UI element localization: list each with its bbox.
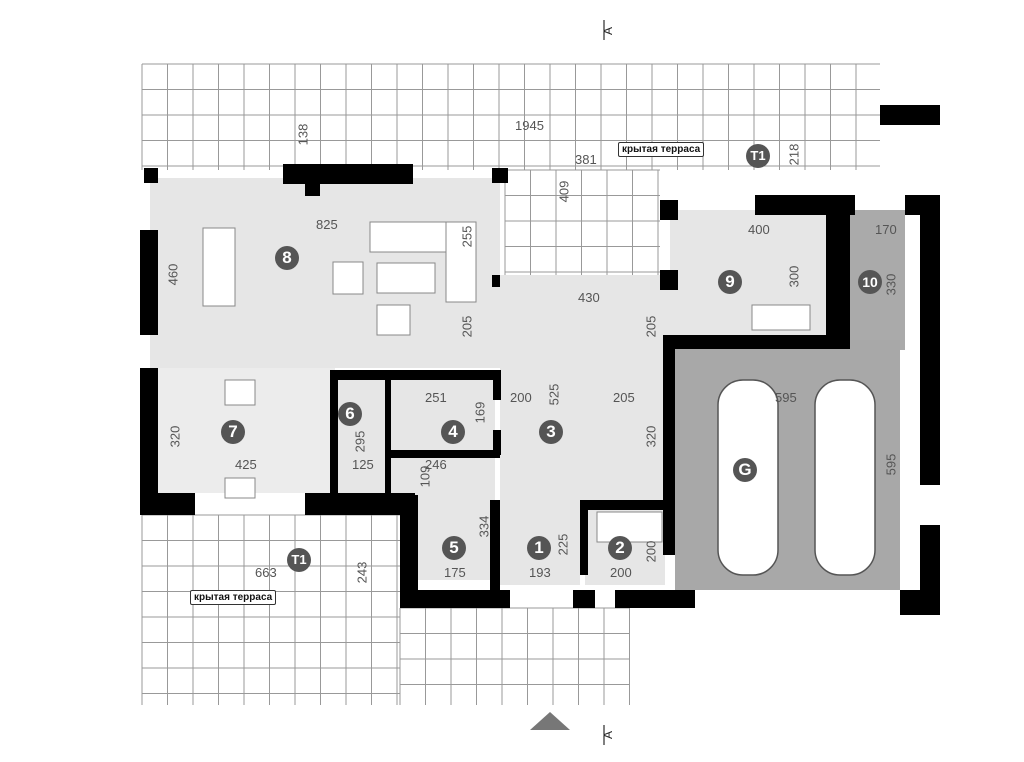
dim-595-width: 595 bbox=[775, 390, 797, 405]
dim-460: 460 bbox=[165, 263, 181, 286]
walls bbox=[140, 105, 940, 615]
room-badge-4: 4 bbox=[441, 420, 465, 444]
dim-381: 381 bbox=[575, 152, 597, 167]
room-badge-t1-bottom: T1 bbox=[287, 548, 311, 572]
pantry-floor bbox=[335, 380, 390, 495]
dim-125: 125 bbox=[352, 457, 374, 472]
dim-430: 430 bbox=[578, 290, 600, 305]
dim-320-kitchen: 320 bbox=[167, 425, 183, 448]
section-marker-top: A bbox=[601, 26, 616, 36]
car-2 bbox=[814, 379, 876, 576]
room-badge-t1-top: T1 bbox=[746, 144, 770, 168]
terrace-label-bottom: крытая терраса bbox=[190, 590, 277, 605]
dim-409: 409 bbox=[556, 180, 572, 203]
dim-218: 218 bbox=[786, 143, 802, 166]
dim-825: 825 bbox=[316, 217, 338, 232]
dim-663: 663 bbox=[255, 565, 277, 580]
dim-205-hall: 205 bbox=[643, 315, 659, 338]
dim-170: 170 bbox=[875, 222, 897, 237]
room-badge-7: 7 bbox=[221, 420, 245, 444]
corridor-floor bbox=[390, 455, 495, 500]
dim-175: 175 bbox=[444, 565, 466, 580]
room-badge-9: 9 bbox=[718, 270, 742, 294]
dim-320-stairs: 320 bbox=[643, 425, 659, 448]
dim-251: 251 bbox=[425, 390, 447, 405]
dim-205-living: 205 bbox=[459, 315, 475, 338]
dim-200-hall: 200 bbox=[510, 390, 532, 405]
furniture bbox=[202, 221, 811, 543]
dim-200-room2-h: 200 bbox=[610, 565, 632, 580]
room-badge-8: 8 bbox=[275, 246, 299, 270]
terrace-label-top: крытая терраса bbox=[618, 142, 705, 157]
room-badge-1: 1 bbox=[527, 536, 551, 560]
dim-205-stairs: 205 bbox=[613, 390, 635, 405]
dim-255: 255 bbox=[459, 225, 475, 248]
room-badge-garage: G bbox=[733, 458, 757, 482]
dim-330: 330 bbox=[883, 273, 899, 296]
dim-225: 225 bbox=[555, 533, 571, 556]
dim-425: 425 bbox=[235, 457, 257, 472]
dim-300: 300 bbox=[786, 265, 802, 288]
room-badge-6: 6 bbox=[338, 402, 362, 426]
dim-595-depth: 595 bbox=[883, 453, 899, 476]
dim-109: 109 bbox=[417, 465, 433, 488]
hall-floor bbox=[500, 275, 670, 500]
room-badge-3: 3 bbox=[539, 420, 563, 444]
section-marker-bottom: A bbox=[601, 730, 616, 740]
dim-400: 400 bbox=[748, 222, 770, 237]
dim-334: 334 bbox=[476, 515, 492, 538]
room-badge-2: 2 bbox=[608, 536, 632, 560]
dim-193: 193 bbox=[529, 565, 551, 580]
dim-169: 169 bbox=[472, 401, 488, 424]
room-badge-10: 10 bbox=[858, 270, 882, 294]
dim-246: 246 bbox=[425, 457, 447, 472]
dim-200-room2-v: 200 bbox=[643, 540, 659, 563]
dim-525: 525 bbox=[546, 383, 562, 406]
room-badge-5: 5 bbox=[442, 536, 466, 560]
dim-138: 138 bbox=[295, 123, 311, 146]
dim-295: 295 bbox=[352, 430, 368, 453]
dim-total-width: 1945 bbox=[515, 118, 544, 133]
entrance-arrow-icon bbox=[530, 712, 570, 730]
dim-243: 243 bbox=[354, 561, 370, 584]
